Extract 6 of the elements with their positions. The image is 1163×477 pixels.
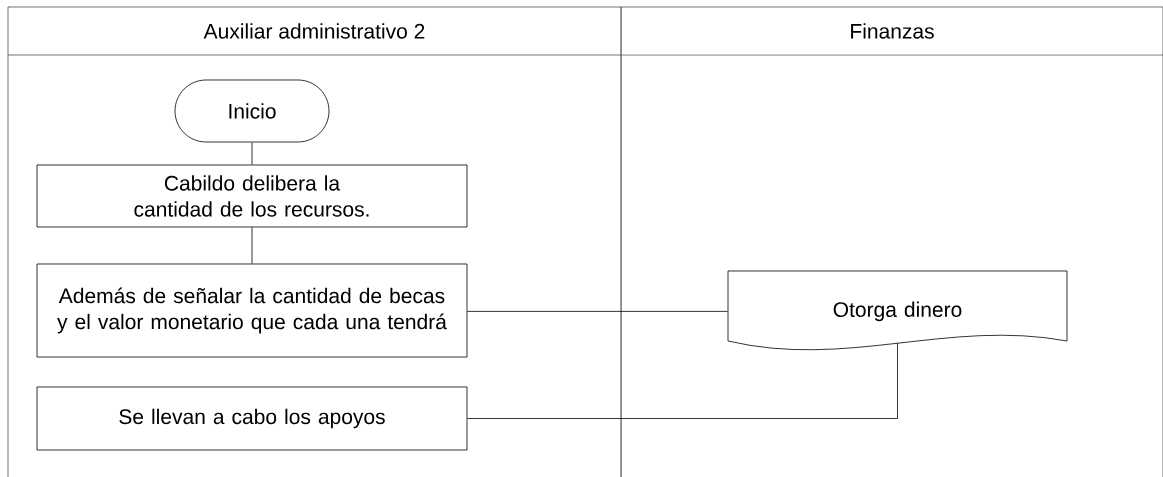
- process-box: Además de señalar la cantidad de becas y el valor monetario que cada una tendrá: [36, 263, 468, 358]
- process-box: Se llevan a cabo los apoyos: [36, 386, 468, 451]
- process-box: Cabildo delibera la cantidad de los recursos.: [36, 164, 468, 228]
- connector-line: [251, 142, 253, 165]
- connector-line: [251, 227, 253, 264]
- connector-line: [467, 311, 728, 312]
